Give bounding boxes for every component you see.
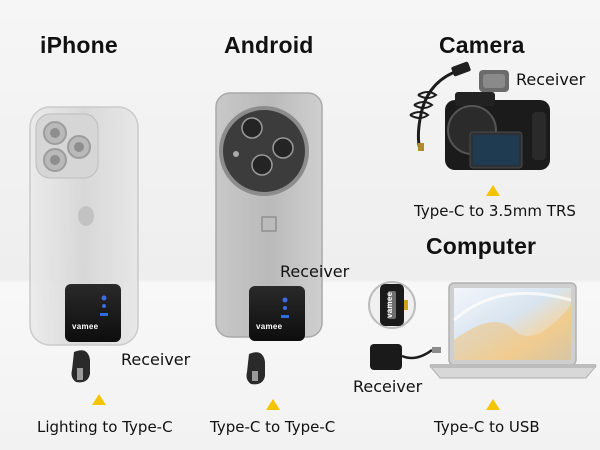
- caption-camera: Type-C to 3.5mm TRS: [414, 202, 576, 220]
- caption-iphone: Lighting to Type-C: [37, 418, 173, 436]
- heading-iphone: iPhone: [40, 32, 118, 58]
- receiver-label-iphone: Receiver: [121, 350, 191, 369]
- heading-android: Android: [224, 32, 314, 58]
- arrow-up-icon-iphone: [92, 394, 106, 405]
- receiver-label-android: Receiver: [280, 262, 350, 281]
- heading-computer: Computer: [426, 233, 537, 259]
- arrow-up-icon-computer: [486, 399, 500, 410]
- arrow-up-icon-android: [266, 399, 280, 410]
- receiver-label-computer: Receiver: [353, 377, 423, 396]
- receiver-logo-computer: vamee: [385, 291, 394, 318]
- arrow-up-icon-camera: [486, 185, 500, 196]
- receiver-logo-iphone: vamee: [72, 322, 99, 331]
- heading-camera: Camera: [439, 32, 525, 58]
- caption-android: Type-C to Type-C: [210, 418, 336, 436]
- receiver-label-camera: Receiver: [516, 70, 586, 89]
- caption-computer: Type-C to USB: [434, 418, 540, 436]
- receiver-logo-android: vamee: [256, 322, 283, 331]
